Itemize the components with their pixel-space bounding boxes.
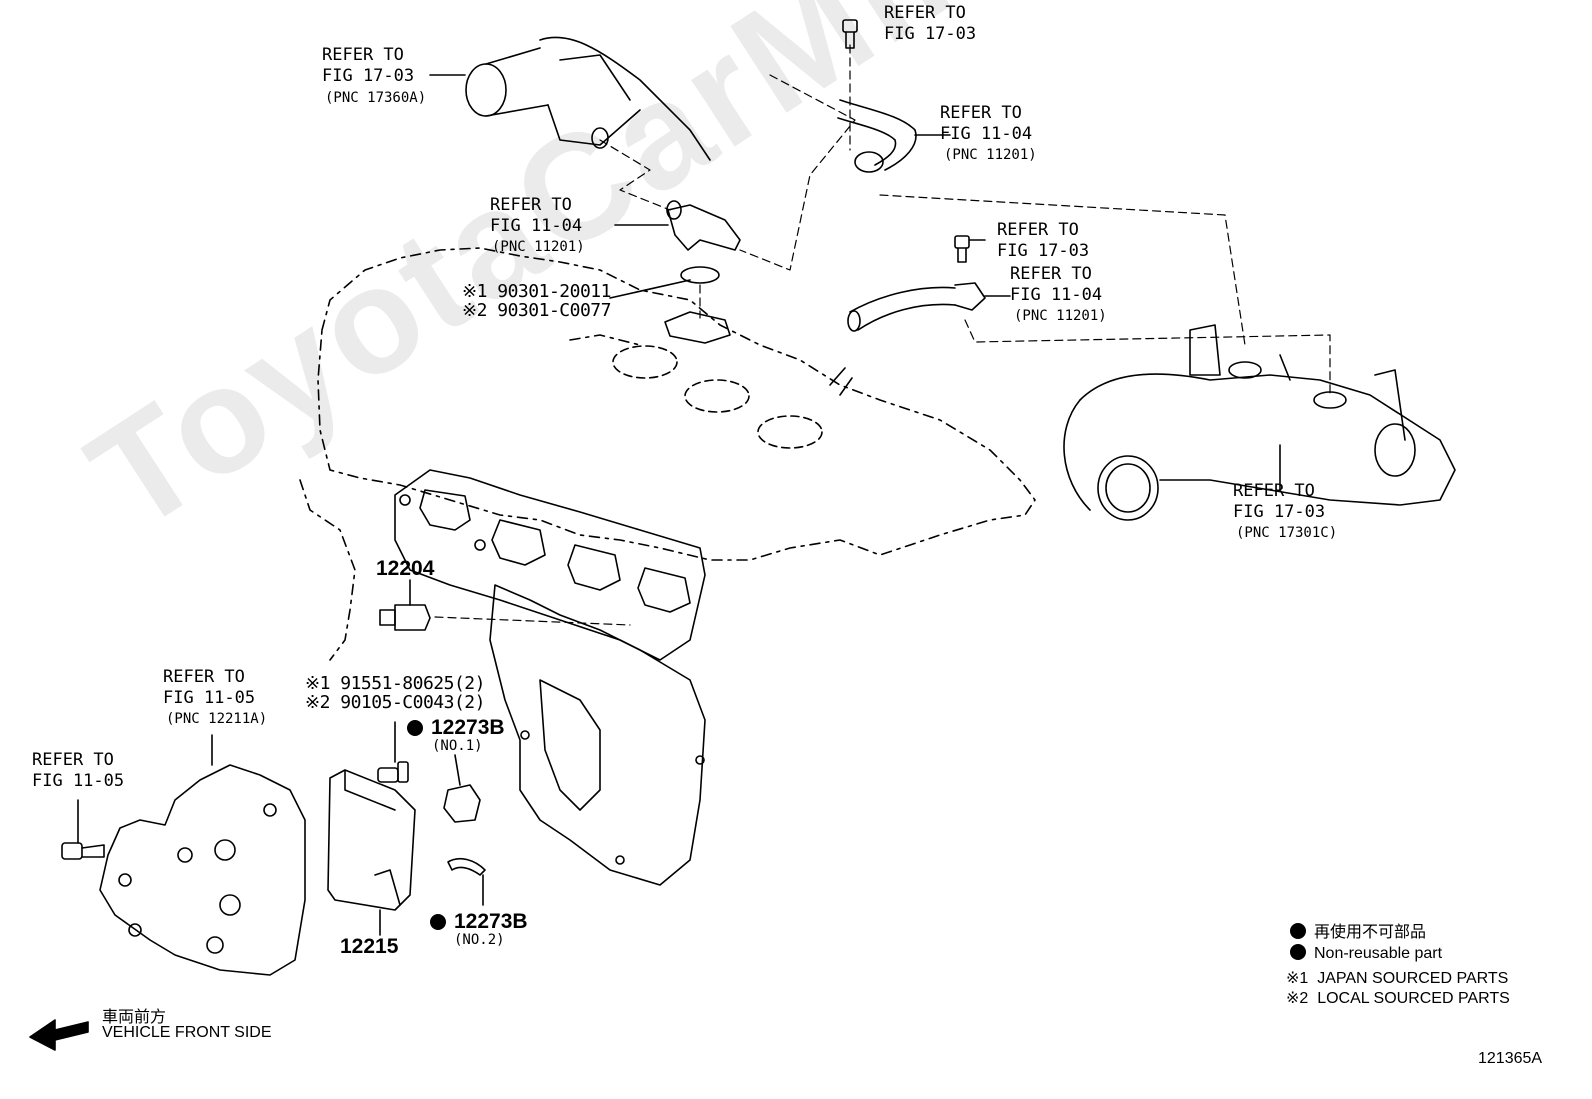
oil-cap-boss	[664, 311, 731, 344]
non-reusable-dot-icon	[407, 720, 423, 736]
leader-o-ring	[609, 279, 691, 299]
ref-bolt-top-right-1: REFER TO	[884, 3, 966, 23]
bolt-left	[61, 842, 105, 860]
front-en: VEHICLE FRONT SIDE	[102, 1024, 272, 1041]
cover-12215	[327, 769, 416, 911]
ref-bolt-left-2: FIG 11-05	[32, 771, 125, 791]
o-ring-part-1: ※1 90301-20011	[462, 281, 611, 302]
legend-dot-icon	[1290, 944, 1306, 960]
ref-intake-pipe-1: REFER TO	[1233, 481, 1315, 501]
ref-cover-left-3: (PNC 12211A)	[166, 711, 268, 727]
dashed-connectors	[434, 44, 1331, 626]
ref-hose-top-right-3: (PNC 11201)	[944, 147, 1037, 163]
hose-top-right	[837, 99, 917, 173]
engine-block-outline	[299, 247, 1036, 661]
front-jp: 車両前方	[102, 1009, 167, 1026]
part-12273b-no2-label: 12273B	[454, 910, 528, 933]
front-arrow-icon	[29, 1019, 89, 1051]
ref-intake-pipe-3: (PNC 17301C)	[1236, 525, 1338, 541]
figure-id: 121365A	[1478, 1050, 1543, 1067]
legend-dot-icon	[1290, 923, 1306, 939]
ref-hose-mid-1: REFER TO	[1010, 264, 1092, 284]
legend-note1: ※1 JAPAN SOURCED PARTS	[1286, 970, 1509, 987]
legend-note2: ※2 LOCAL SOURCED PARTS	[1286, 990, 1510, 1007]
non-reusable-dot-icon	[430, 914, 446, 930]
gasket-12273b-no1	[443, 784, 481, 823]
bolt-mid	[954, 235, 970, 263]
leader-gasket-no1	[454, 754, 461, 786]
ref-fitting-mid-1: REFER TO	[490, 195, 572, 215]
ref-hose-top-right-1: REFER TO	[940, 103, 1022, 123]
cam-cover-ovals	[612, 345, 823, 449]
ref-fitting-mid-3: (PNC 11201)	[492, 239, 585, 255]
o-ring-part-2: ※2 90301-C0077	[462, 300, 611, 321]
ref-bolt-mid-2: FIG 17-03	[997, 241, 1090, 261]
bolt-part-2: ※2 90105-C0043(2)	[305, 692, 485, 713]
ref-intake-pipe-2: FIG 17-03	[1233, 502, 1326, 522]
hose-mid	[847, 282, 986, 332]
ref-bolt-top-right-2: FIG 17-03	[884, 24, 977, 44]
legend-en: Non-reusable part	[1290, 944, 1442, 963]
ref-hose-top-right-2: FIG 11-04	[940, 124, 1033, 144]
part-12273b-no2-sub: (NO.2)	[454, 932, 505, 948]
ref-cover-left-1: REFER TO	[163, 667, 245, 687]
ref-top-left-2: FIG 17-03	[322, 66, 415, 86]
gasket-12273b-no2	[447, 858, 486, 876]
intake-pipe	[1063, 324, 1456, 521]
ref-bolt-left-1: REFER TO	[32, 750, 114, 770]
legend-en-text: Non-reusable part	[1314, 945, 1443, 962]
ref-bolt-mid-1: REFER TO	[997, 220, 1079, 240]
part-12215: 12215	[340, 935, 399, 958]
ref-fitting-mid-2: FIG 11-04	[490, 216, 583, 236]
ref-hose-mid-3: (PNC 11201)	[1014, 308, 1107, 324]
bolt-top-right	[842, 19, 858, 49]
gasket-timing	[489, 584, 706, 886]
ref-top-left-3: (PNC 17360A)	[325, 90, 427, 106]
part-12273b-no1-label: 12273B	[431, 716, 505, 739]
part-12273b-no2: 12273B	[430, 910, 528, 934]
water-fitting-mid	[666, 200, 741, 251]
pcv-outlet	[829, 367, 853, 396]
ref-cover-left-2: FIG 11-05	[163, 688, 256, 708]
bolt-part-1: ※1 91551-80625(2)	[305, 673, 485, 694]
gasket-head	[394, 469, 706, 661]
water-outlet-top-left	[465, 36, 711, 161]
ref-top-left-1: REFER TO	[322, 45, 404, 65]
legend-jp-text: 再使用不可部品	[1314, 924, 1427, 941]
part-12273b-no1: 12273B	[407, 716, 505, 740]
o-ring	[680, 266, 720, 284]
ref-hose-mid-2: FIG 11-04	[1010, 285, 1103, 305]
bolt-cover	[377, 721, 409, 783]
part-12273b-no1-sub: (NO.1)	[432, 738, 483, 754]
sensor-12204	[379, 579, 431, 631]
part-12204: 12204	[376, 557, 435, 580]
legend-jp: 再使用不可部品	[1290, 918, 1426, 942]
vvt-cover-left	[99, 764, 306, 976]
